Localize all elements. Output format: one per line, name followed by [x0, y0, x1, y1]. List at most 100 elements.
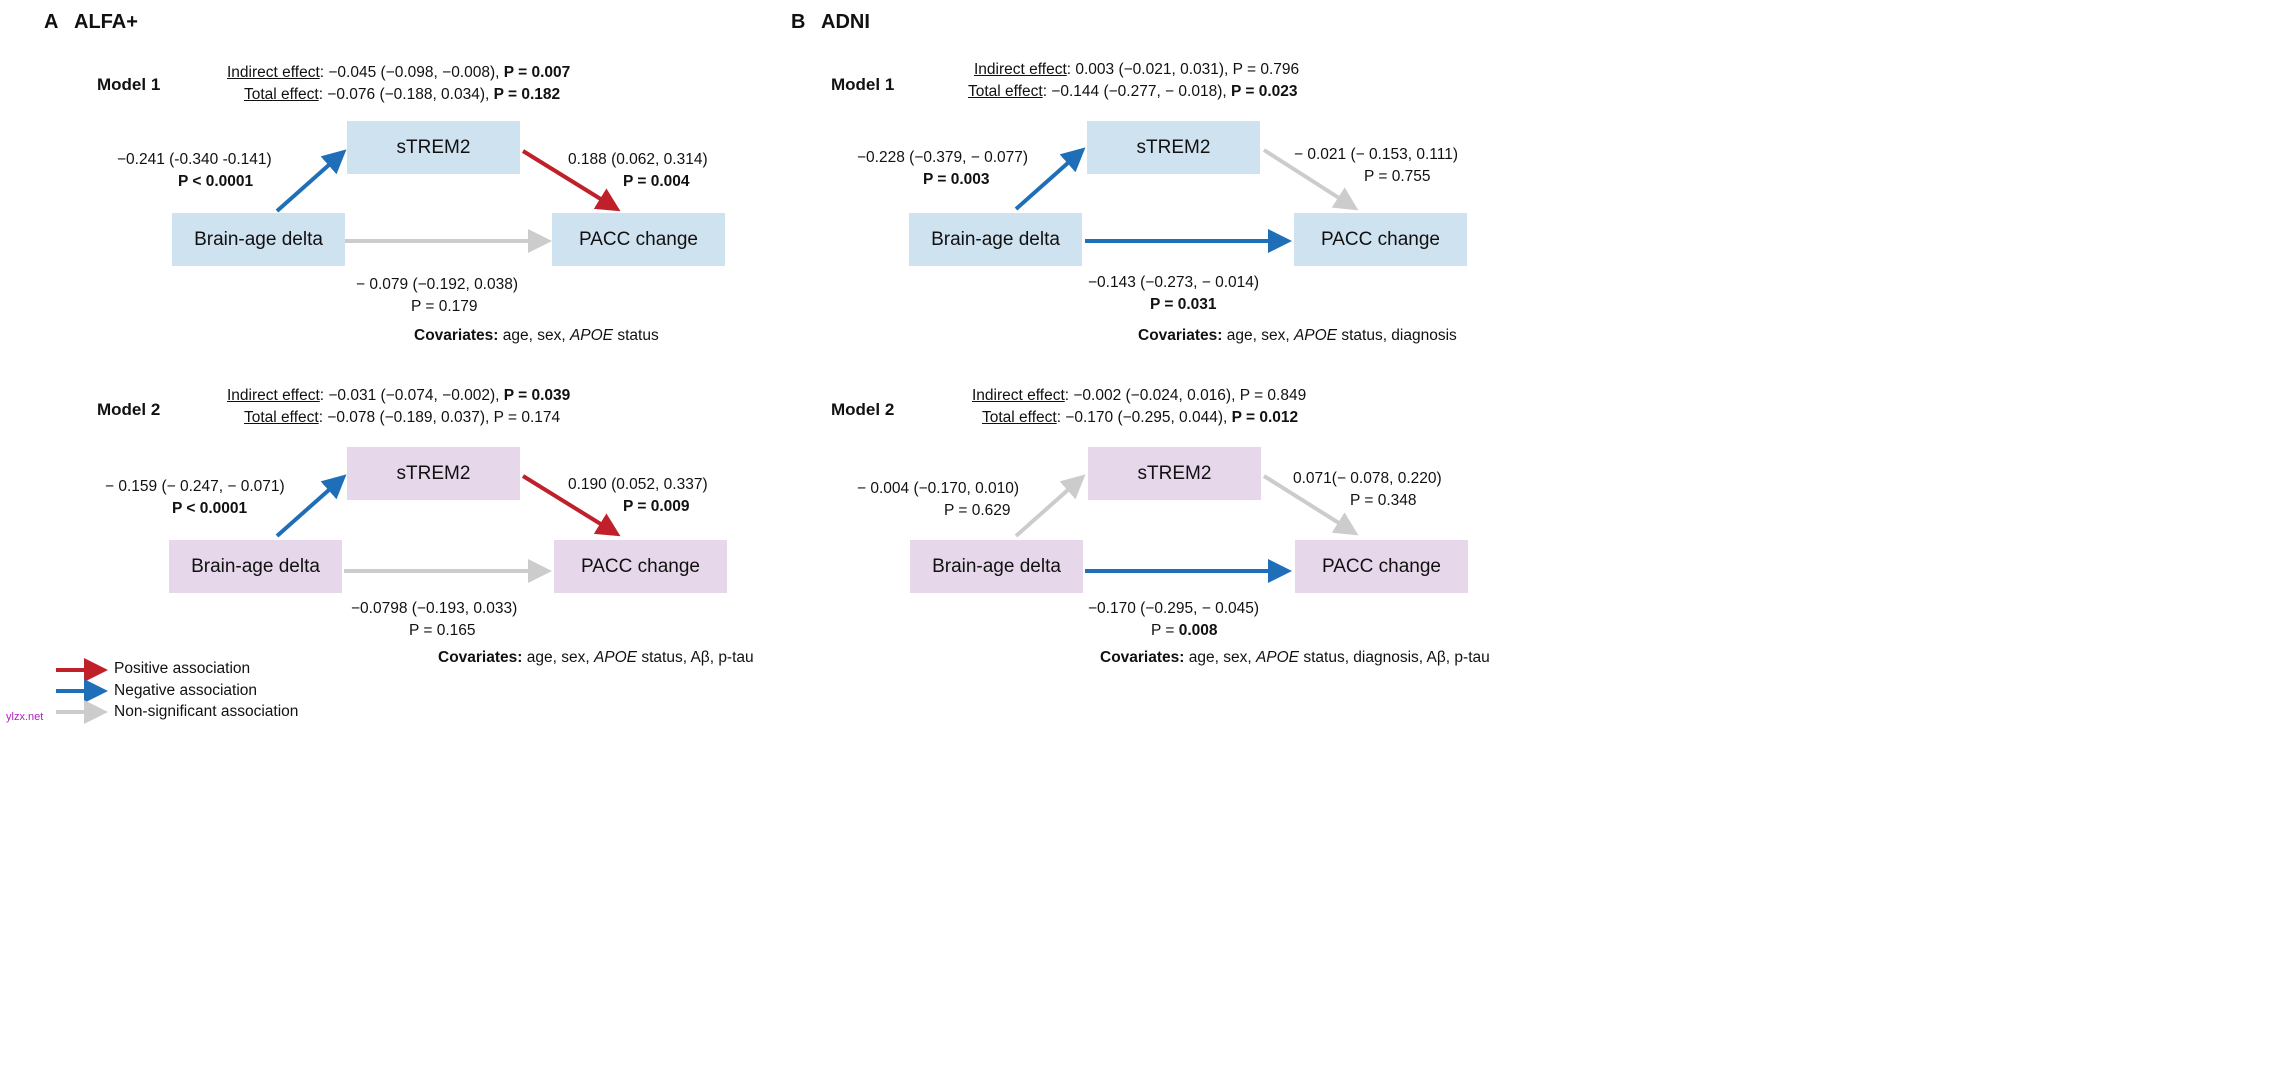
indirect-effect-label: Indirect effect: [227, 387, 320, 404]
panel-a-model-2-indirect-effect: Indirect effect: −0.031 (−0.074, −0.002)…: [227, 385, 570, 407]
covariates-label: Covariates:: [414, 327, 499, 344]
total-effect-value: : −0.076 (−0.188, 0.034),: [318, 86, 494, 103]
arrow-a-m1-path-a: [275, 149, 347, 213]
total-effect-p: P = 0.012: [1231, 409, 1299, 426]
panel-b-model-1-path-c-p: P = 0.031: [1150, 296, 1217, 313]
panel-a-model-2-path-c-estimate: −0.0798 (−0.193, 0.033): [351, 600, 518, 617]
total-effect-p: P = 0.182: [493, 86, 561, 103]
legend-negative-label: Negative association: [114, 682, 258, 699]
indirect-effect-p: P = 0.039: [503, 387, 571, 404]
covariates-text-end: status, Aβ, p-tau: [637, 649, 754, 666]
covariates-text-end: status, diagnosis: [1337, 327, 1457, 344]
total-effect-label: Total effect: [968, 83, 1043, 100]
arrows-layer: [56, 147, 1359, 724]
arrow-b-m1-path-b: [1262, 148, 1359, 211]
total-effect-p: P = 0.023: [1230, 83, 1298, 100]
arrow-b-m2-path-a: [1014, 474, 1086, 538]
panel-a-model-2-path-c-p: P = 0.165: [409, 622, 476, 639]
panel-a-model-1-mediator-node: sTREM2: [347, 121, 520, 174]
covariates-text: age, sex,: [1184, 649, 1256, 666]
panel-a-model-2-path-a-p: P < 0.0001: [172, 500, 248, 517]
covariates-apoe: APOE: [593, 649, 638, 666]
covariates-text: age, sex,: [522, 649, 594, 666]
panel-b-model-2-path-b-p: P = 0.348: [1350, 492, 1417, 509]
panel-b-model-2-path-a-estimate: − 0.004 (−0.170, 0.010): [857, 480, 1020, 497]
covariates-apoe: APOE: [1293, 327, 1338, 344]
panel-b-model-2-mediator-node: sTREM2: [1088, 447, 1261, 500]
panel-b-model-1-path-a-estimate: −0.228 (−0.379, − 0.077): [857, 149, 1029, 166]
indirect-effect-value: : −0.031 (−0.074, −0.002),: [319, 387, 504, 404]
arrow-b-m1-path-a: [1014, 147, 1086, 211]
indirect-effect-label: Indirect effect: [227, 64, 320, 81]
panel-a-model-2-exposure-node: Brain-age delta: [169, 540, 342, 593]
panel-b-model-2-exposure-node: Brain-age delta: [910, 540, 1083, 593]
panel-a-name: ALFA+: [74, 11, 138, 33]
covariates-text-end: status: [613, 327, 659, 344]
panel-a-model-2-title: Model 2: [97, 400, 161, 419]
panel-b-model-2-total-effect: Total effect: −0.170 (−0.295, 0.044), P …: [982, 407, 1298, 429]
panel-b-model-1-indirect-effect: Indirect effect: 0.003 (−0.021, 0.031), …: [974, 59, 1299, 81]
path-c-p-value: 0.008: [1178, 622, 1218, 639]
indirect-effect-label: Indirect effect: [974, 61, 1067, 78]
legend-nonsignificant-label: Non-significant association: [114, 703, 299, 720]
panel-b-model-1-mediator-node: sTREM2: [1087, 121, 1260, 174]
panel-b-model-2-path-a-p: P = 0.629: [944, 502, 1011, 519]
panel-a-model-1-path-a-estimate: −0.241 (-0.340 -0.141): [117, 151, 272, 168]
panel-b-model-1-path-a-p: P = 0.003: [923, 171, 990, 188]
panel-b-model-2-path-c-p: P = 0.008: [1151, 620, 1218, 642]
arrow-a-m2-path-b: [521, 474, 621, 537]
panel-a-model-2-total-effect: Total effect: −0.078 (−0.189, 0.037), P …: [244, 407, 560, 429]
panel-b-model-2-outcome-node: PACC change: [1295, 540, 1468, 593]
panel-b-letter: B: [791, 11, 806, 33]
total-effect-value: : −0.144 (−0.277, − 0.018),: [1042, 83, 1231, 100]
panel-b-model-2-covariates: Covariates: age, sex, APOE status, diagn…: [1100, 647, 1490, 669]
panel-a-model-2-path-b-estimate: 0.190 (0.052, 0.337): [568, 476, 708, 493]
panel-a-model-1-path-b-estimate: 0.188 (0.062, 0.314): [568, 151, 708, 168]
indirect-effect-label: Indirect effect: [972, 387, 1065, 404]
panel-b-model-2-title: Model 2: [831, 400, 895, 419]
arrow-a-m2-path-a: [275, 474, 347, 538]
panel-b-name: ADNI: [821, 11, 870, 33]
panel-a-model-2-outcome-node: PACC change: [554, 540, 727, 593]
panel-a-model-1-outcome-node: PACC change: [552, 213, 725, 266]
legend-positive-label: Positive association: [114, 660, 251, 677]
covariates-label: Covariates:: [1138, 327, 1223, 344]
panel-b-model-1-exposure-node: Brain-age delta: [909, 213, 1082, 266]
covariates-label: Covariates:: [438, 649, 523, 666]
covariates-text: age, sex,: [498, 327, 570, 344]
panel-a-model-1-indirect-effect: Indirect effect: −0.045 (−0.098, −0.008)…: [227, 62, 570, 84]
panel-b-model-2-indirect-effect: Indirect effect: −0.002 (−0.024, 0.016),…: [972, 385, 1306, 407]
panel-b-model-1-total-effect: Total effect: −0.144 (−0.277, − 0.018), …: [968, 81, 1298, 103]
path-c-p-prefix: P =: [1151, 622, 1179, 639]
panel-b-model-1-path-c-estimate: −0.143 (−0.273, − 0.014): [1088, 274, 1260, 291]
panel-a-model-1-total-effect: Total effect: −0.076 (−0.188, 0.034), P …: [244, 84, 560, 106]
panel-a-model-2-mediator-node: sTREM2: [347, 447, 520, 500]
total-effect-value: : −0.170 (−0.295, 0.044),: [1056, 409, 1232, 426]
panel-b-model-1-path-b-p: P = 0.755: [1364, 168, 1431, 185]
covariates-label: Covariates:: [1100, 649, 1185, 666]
indirect-effect-value: : 0.003 (−0.021, 0.031), P = 0.796: [1066, 61, 1300, 78]
watermark: ylzx.net: [6, 711, 44, 723]
panel-a-model-1-path-c-estimate: − 0.079 (−0.192, 0.038): [356, 276, 519, 293]
panel-b-model-1-outcome-node: PACC change: [1294, 213, 1467, 266]
panel-b-model-2-path-c-estimate: −0.170 (−0.295, − 0.045): [1088, 600, 1260, 617]
panel-a-model-1-path-a-p: P < 0.0001: [178, 173, 254, 190]
covariates-apoe: APOE: [1255, 649, 1300, 666]
panel-b-model-1-covariates: Covariates: age, sex, APOE status, diagn…: [1138, 325, 1457, 347]
covariates-text: age, sex,: [1222, 327, 1294, 344]
panel-b-model-1-title: Model 1: [831, 75, 895, 94]
indirect-effect-value: : −0.045 (−0.098, −0.008),: [319, 64, 504, 81]
panel-a-model-1-title: Model 1: [97, 75, 161, 94]
arrow-a-m1-path-b: [521, 149, 621, 212]
total-effect-label: Total effect: [982, 409, 1057, 426]
panel-a-model-1-path-c-p: P = 0.179: [411, 298, 478, 315]
panel-a-letter: A: [44, 11, 59, 33]
indirect-effect-p: P = 0.007: [503, 64, 571, 81]
indirect-effect-value: : −0.002 (−0.024, 0.016), P = 0.849: [1064, 387, 1307, 404]
panel-a-model-1-path-b-p: P = 0.004: [623, 173, 690, 190]
panel-a-model-1-exposure-node: Brain-age delta: [172, 213, 345, 266]
covariates-apoe: APOE: [569, 327, 614, 344]
total-effect-label: Total effect: [244, 86, 319, 103]
total-effect-value: : −0.078 (−0.189, 0.037), P = 0.174: [318, 409, 561, 426]
panel-a-model-2-covariates: Covariates: age, sex, APOE status, Aβ, p…: [438, 647, 754, 669]
